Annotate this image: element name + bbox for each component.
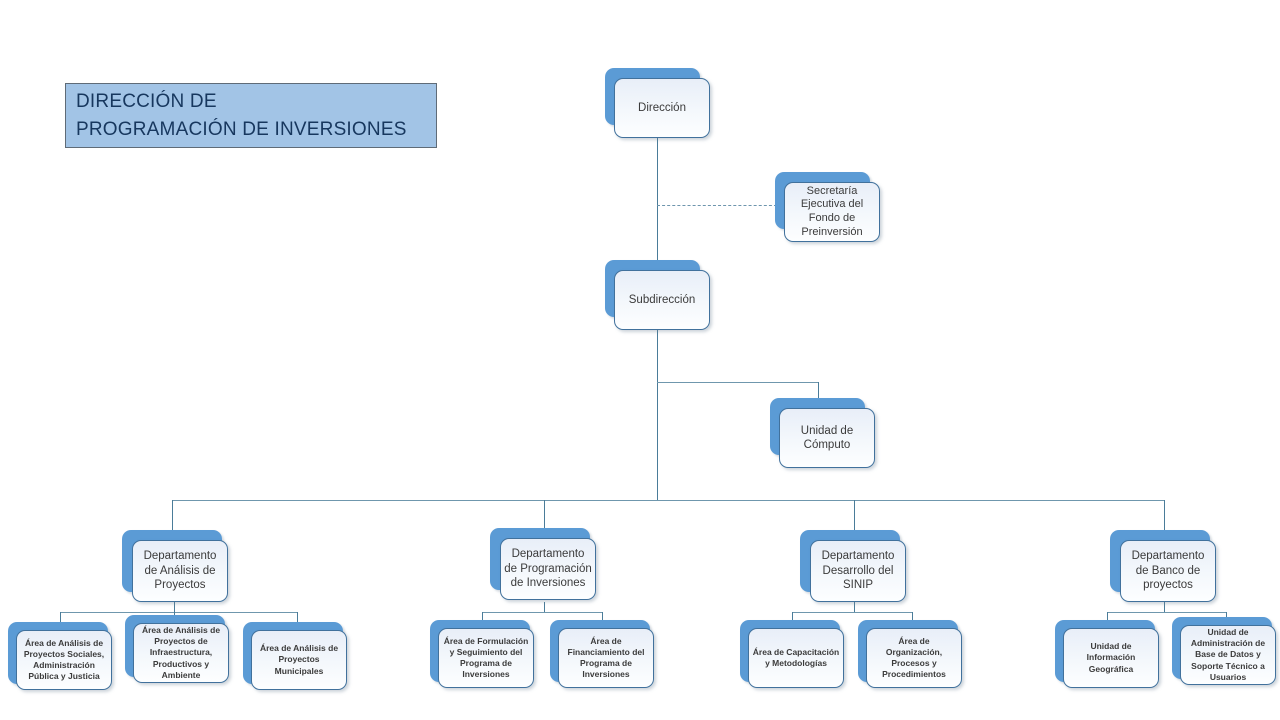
page-title: DIRECCIÓN DE PROGRAMACIÓN DE INVERSIONES <box>65 83 437 148</box>
node-label: Área de Financiamiento del Programa de I… <box>567 635 645 680</box>
connector-dept2-rail <box>482 612 602 613</box>
node-label: Área de Análisis de Proyectos Sociales, … <box>23 637 105 682</box>
page-title-line1: DIRECCIÓN DE <box>76 90 217 112</box>
connector-dept3-stem <box>854 602 855 612</box>
connector-drop-leaf4a <box>1107 612 1108 620</box>
connector-drop-leaf2a <box>482 612 483 620</box>
connector-drop-leaf3a <box>792 612 793 620</box>
node-label: Unidad de Administración de Base de Dato… <box>1190 627 1266 682</box>
node-label: Área de Formulación y Seguimiento del Pr… <box>443 635 529 680</box>
connector-dashed-secretaria <box>657 205 777 206</box>
node-front-shape: Departamento Desarrollo del SINIP <box>810 540 906 602</box>
node-front-shape: Unidad de Información Geográfica <box>1063 628 1159 688</box>
connector-dept4-stem <box>1164 602 1165 612</box>
connector-dept3-rail <box>792 612 912 613</box>
connector-departments-rail <box>172 500 1164 501</box>
node-front-shape: Área de Formulación y Seguimiento del Pr… <box>438 628 534 688</box>
node-label: Dirección <box>638 101 686 114</box>
node-front-shape: Área de Análisis de Proyectos de Infraes… <box>133 623 229 683</box>
node-label: Departamento Desarrollo del SINIP <box>821 550 895 592</box>
connector-dept2-stem <box>544 602 545 612</box>
node-front-shape: Unidad de Cómputo <box>779 408 875 468</box>
node-front-shape: Área de Financiamiento del Programa de I… <box>558 628 654 688</box>
node-label: Subdirección <box>628 293 696 306</box>
node-label: Área de Organización, Procesos y Procedi… <box>882 635 946 680</box>
node-label: Área de Análisis de Proyectos Municipale… <box>259 643 339 676</box>
node-label: Unidad de Cómputo <box>800 424 854 451</box>
node-front-shape: Subdirección <box>614 270 710 330</box>
connector-drop-leaf3b <box>912 612 913 620</box>
node-front-shape: Área de Organización, Procesos y Procedi… <box>866 628 962 688</box>
connector-drop-leaf1b <box>174 612 175 617</box>
node-label: Departamento de Programación de Inversio… <box>504 548 592 590</box>
node-label: Departamento de Banco de proyectos <box>1131 550 1205 592</box>
node-front-shape: Área de Análisis de Proyectos Sociales, … <box>16 630 112 690</box>
node-label: Departamento de Análisis de Proyectos <box>143 550 217 592</box>
connector-drop-dept4 <box>1164 500 1165 530</box>
page-title-line2: PROGRAMACIÓN DE INVERSIONES <box>76 118 407 140</box>
connector-drop-dept2 <box>544 500 545 530</box>
connector-dept1-stem <box>174 602 175 612</box>
connector-dept4-rail <box>1107 612 1226 613</box>
node-front-shape: Departamento de Banco de proyectos <box>1120 540 1216 602</box>
connector-dept1-rail <box>60 612 297 613</box>
node-label: Secretaría Ejecutiva del Fondo de Preinv… <box>800 184 864 238</box>
node-front-shape: Departamento de Programación de Inversio… <box>500 538 596 600</box>
connector-branch-computo-h <box>657 382 818 383</box>
connector-drop-leaf4b <box>1226 612 1227 620</box>
connector-direccion-subdireccion <box>657 138 658 270</box>
connector-drop-leaf1a <box>60 612 61 622</box>
node-front-shape: Dirección <box>614 78 710 138</box>
node-front-shape: Área de Capacitación y Metodologías <box>748 628 844 688</box>
node-front-shape: Departamento de Análisis de Proyectos <box>132 540 228 602</box>
node-label: Área de Capacitación y Metodologías <box>752 646 840 668</box>
connector-drop-leaf2b <box>602 612 603 620</box>
node-front-shape: Unidad de Administración de Base de Dato… <box>1180 625 1276 685</box>
node-front-shape: Área de Análisis de Proyectos Municipale… <box>251 630 347 690</box>
node-label: Área de Análisis de Proyectos de Infraes… <box>141 625 221 680</box>
connector-drop-leaf1c <box>297 612 298 622</box>
connector-branch-computo-v <box>818 382 819 400</box>
connector-subdireccion-trunk <box>657 330 658 500</box>
connector-drop-dept3 <box>854 500 855 530</box>
connector-drop-dept1 <box>172 500 173 530</box>
node-front-shape: Secretaría Ejecutiva del Fondo de Preinv… <box>784 182 880 242</box>
node-label: Unidad de Información Geográfica <box>1086 641 1136 674</box>
